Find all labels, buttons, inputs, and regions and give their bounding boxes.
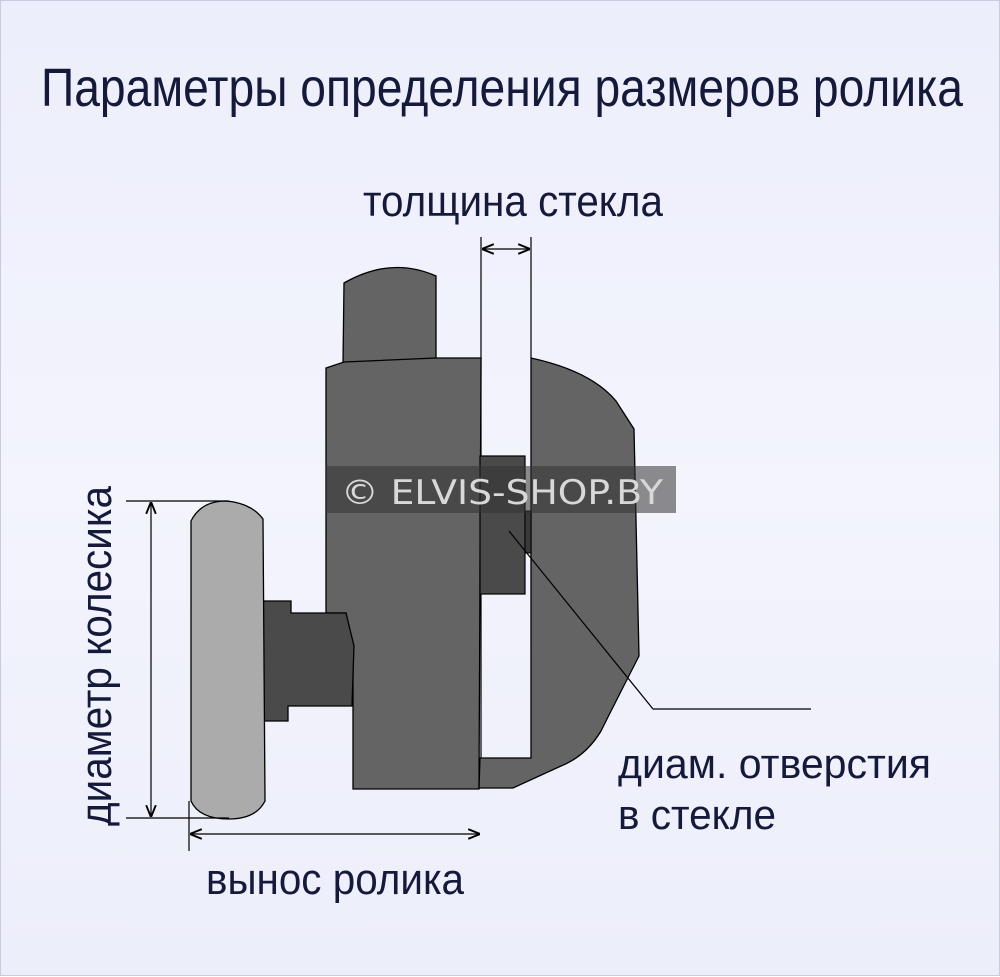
label-glass-thickness: толщина стекла bbox=[363, 177, 663, 226]
glass-hole-insert-edge bbox=[524, 510, 532, 554]
wheel-diameter-dimension bbox=[126, 500, 229, 819]
hole-diameter-leader bbox=[508, 530, 811, 710]
label-wheel-diameter: диаметр колесика bbox=[72, 486, 121, 826]
label-roller-offset: вынос ролика bbox=[206, 855, 464, 904]
wheel bbox=[190, 500, 266, 820]
glass-clamp bbox=[478, 357, 640, 789]
wheel-axle bbox=[262, 600, 355, 722]
watermark-text: © ELVIS-SHOP.BY bbox=[341, 473, 663, 513]
roller-body bbox=[325, 357, 482, 790]
watermark: © ELVIS-SHOP.BY bbox=[326, 466, 676, 513]
page-title: Параметры определения размеров ролика bbox=[41, 58, 964, 118]
label-hole-diameter-2: в стекле bbox=[618, 791, 776, 838]
roller-offset-dimension bbox=[188, 801, 479, 851]
top-knob bbox=[342, 266, 437, 364]
label-hole-diameter-1: диам. отверстия bbox=[618, 740, 931, 787]
